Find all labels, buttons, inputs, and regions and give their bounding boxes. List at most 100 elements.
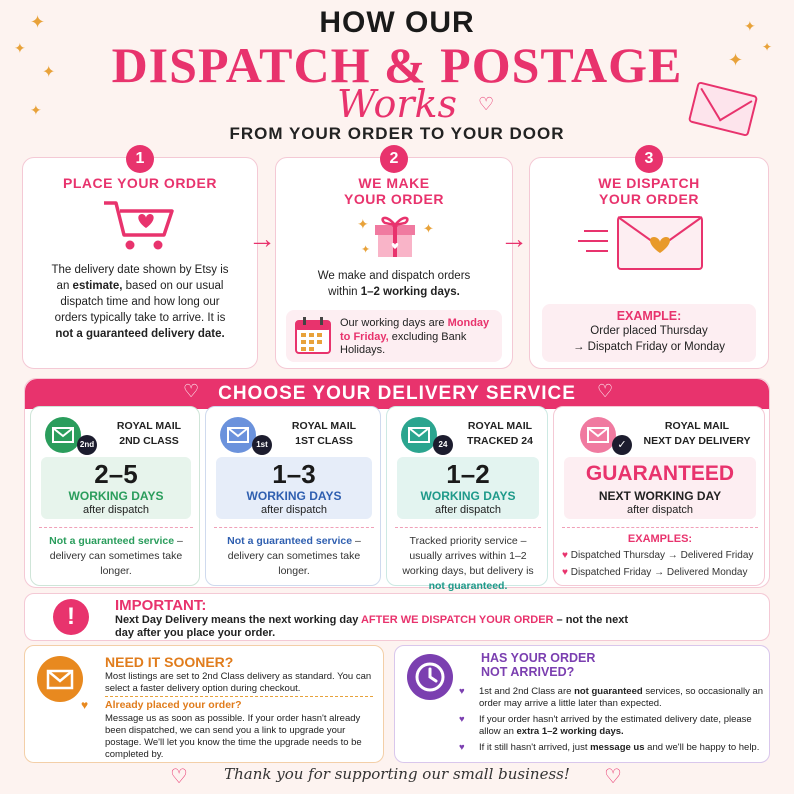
service-duration: 1–3: [272, 459, 316, 489]
service-note: Not a guaranteed service – delivery can …: [214, 527, 374, 579]
page-title: DISPATCH & POSTAGE: [111, 37, 683, 93]
heart-icon: ♥: [459, 714, 465, 725]
service-note: Tracked priority service – usually arriv…: [395, 527, 541, 594]
service-duration-box: 2–5 WORKING DAYS after dispatch: [41, 457, 191, 519]
step-number: 2: [380, 145, 408, 173]
service-duration: 2–5: [94, 459, 138, 489]
arrow-right-icon: →: [500, 223, 528, 254]
service-after-label: after dispatch: [626, 504, 694, 516]
step-title: PLACE YOUR ORDER: [63, 175, 217, 191]
arrow-right-icon: →: [248, 223, 276, 254]
working-days-text: Our working days are Monday to Friday, e…: [340, 317, 490, 356]
example-row: ♥ Dispatched Friday → Delivered Monday: [562, 567, 748, 578]
envelope-heart-icon: [578, 216, 703, 270]
heart-icon: ♥: [459, 742, 465, 753]
step-number: 1: [126, 145, 154, 173]
heart-icon: ♡: [170, 766, 188, 788]
service-badge: 2nd: [77, 435, 97, 455]
heart-icon: ♥: [562, 567, 568, 578]
heart-icon: ♡: [597, 381, 614, 401]
sparkle-icon: ✦: [762, 40, 773, 54]
step-description: We make and dispatch orders within 1–2 w…: [317, 270, 471, 298]
example-box: EXAMPLE: Order placed Thursday → Dispatc…: [542, 304, 756, 362]
important-title: IMPORTANT:: [115, 597, 207, 614]
title-line-1: HOW OUR: [319, 6, 475, 39]
service-badge: 24: [433, 435, 453, 455]
page-subtitle: FROM YOUR ORDER TO YOUR DOOR: [229, 124, 565, 143]
examples-title: EXAMPLES:: [627, 533, 693, 545]
sparkle-icon: ✦: [14, 40, 26, 56]
heart-icon: ♥: [81, 698, 89, 712]
title-works: Works: [336, 82, 458, 126]
service-duration: 1–2: [446, 459, 490, 489]
service-after-label: after dispatch: [260, 504, 328, 516]
mail-icon: [220, 417, 256, 453]
heart-icon: ♥: [459, 686, 465, 697]
service-duration-box: 1–3 WORKING DAYS after dispatch: [216, 457, 372, 519]
sparkle-icon: ✦: [728, 50, 744, 70]
svg-text:✦: ✦: [357, 216, 369, 232]
service-duration-box: GUARANTEED NEXT WORKING DAY after dispat…: [564, 457, 756, 519]
service-days-label: NEXT WORKING DAY: [598, 489, 722, 503]
service-note: Not a guaranteed service – delivery can …: [39, 527, 193, 579]
step-number: 3: [635, 145, 663, 173]
sparkle-icon: ✦: [744, 18, 756, 34]
heart-icon: ♡: [478, 94, 495, 114]
service-examples: EXAMPLES: ♥ Dispatched Thursday → Delive…: [562, 527, 758, 581]
service-days-label: WORKING DAYS: [420, 489, 516, 503]
mail-icon: [37, 656, 83, 702]
footer-thank-you: Thank you for supporting our small busin…: [224, 765, 570, 783]
need-it-sooner-panel: NEED IT SOONER? Most listings are set to…: [24, 645, 384, 763]
heart-icon: ♡: [604, 766, 622, 788]
step-place-order: 1 PLACE YOUR ORDER The delivery date sho…: [22, 145, 258, 369]
example-line: Order placed Thursday: [590, 325, 708, 337]
clock-icon: [407, 654, 453, 700]
sooner-title: NEED IT SOONER?: [105, 654, 234, 670]
not-arrived-list: ♥ 1st and 2nd Class are not guaranteed s…: [459, 686, 765, 754]
mail-icon: [401, 417, 437, 453]
working-days-box: Our working days are Monday to Friday, e…: [286, 310, 502, 362]
mail-icon: [580, 417, 616, 453]
list-item: ♥ If your order hasn't arrived by the es…: [459, 714, 752, 737]
sooner-text: Most listings are set to 2nd Class deliv…: [105, 671, 372, 694]
svg-text:✦: ✦: [423, 221, 434, 236]
important-notice: ! IMPORTANT: Next Day Delivery means the…: [24, 593, 770, 641]
sparkle-icon: ✦: [42, 64, 56, 81]
sparkle-icon: ✦: [30, 12, 46, 32]
service-after-label: after dispatch: [434, 504, 502, 516]
calendar-icon: [295, 317, 331, 354]
already-placed-text: Message us as soon as possible. If your …: [105, 713, 362, 760]
example-title: EXAMPLE:: [616, 309, 682, 323]
header: HOW OUR DISPATCH & POSTAGE Works FROM YO…: [0, 0, 794, 150]
service-duration-box: 1–2 WORKING DAYS after dispatch: [397, 457, 539, 519]
service-days-label: WORKING DAYS: [68, 489, 164, 503]
sparkle-icon: ✦: [30, 102, 42, 118]
example-line: → Dispatch Friday or Monday: [572, 341, 726, 353]
exclamation-icon: !: [53, 599, 89, 635]
delivery-title: CHOOSE YOUR DELIVERY SERVICE: [25, 379, 769, 409]
service-days-label: WORKING DAYS: [246, 489, 342, 503]
example-row: ♥ Dispatched Thursday → Delivered Friday: [562, 550, 754, 561]
heart-icon: ♡: [183, 381, 200, 401]
service-duration: GUARANTEED: [585, 462, 735, 485]
step-description: The delivery date shown by Etsy is an es…: [51, 264, 229, 340]
svg-text:✦: ✦: [361, 244, 370, 256]
already-placed-title: Already placed your order?: [105, 699, 242, 711]
service-badge: 1st: [252, 435, 272, 455]
list-item: ♥ 1st and 2nd Class are not guaranteed s…: [459, 686, 764, 709]
checkmark-icon: ✓: [612, 435, 632, 455]
mail-icon: [45, 417, 81, 453]
heart-icon: ♥: [562, 550, 568, 561]
